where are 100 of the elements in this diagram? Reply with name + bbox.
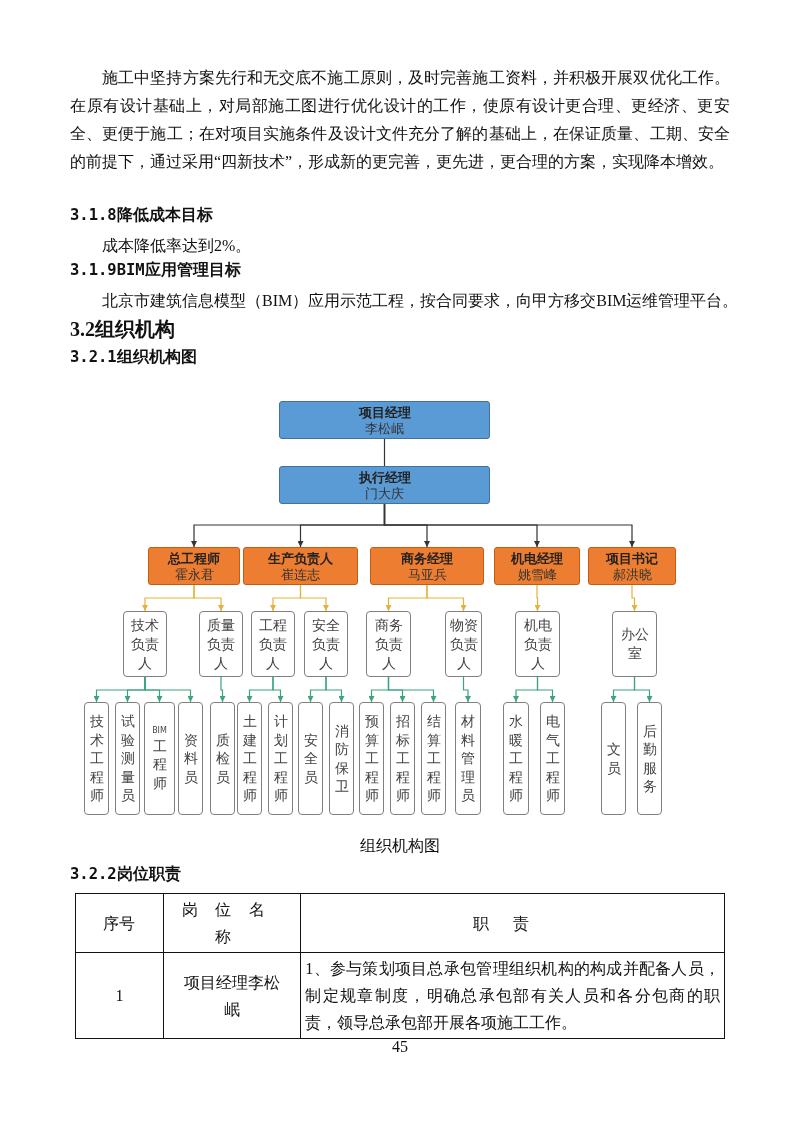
role-title: 项目经理 [358, 403, 411, 421]
person-name: 崔连志 [281, 566, 320, 583]
paragraph: 北京市建筑信息模型（BIM）应用示范工程，按合同要求，向甲方移交BIM运维管理平台。 [101, 291, 740, 311]
person-name: 门大庆 [365, 485, 404, 502]
table-cell: 项目经理李松岷 [163, 952, 301, 1039]
role-label: 质量负责人 [207, 615, 235, 673]
role-label: 商务负责人 [374, 615, 403, 673]
role-title: 执行经理 [358, 468, 411, 486]
connector-arrow [193, 584, 224, 612]
person-name: 马亚兵 [407, 566, 447, 583]
staff-box [178, 702, 203, 815]
staff-box [329, 702, 354, 815]
position-box [588, 547, 676, 585]
department-box [199, 611, 243, 677]
role-label: 安全员 [303, 730, 318, 787]
position-box [370, 547, 484, 585]
section-heading: 3.2.2岗位职责 [70, 864, 182, 885]
role-label: 物资负责人 [449, 615, 478, 673]
connector-arrow [633, 676, 653, 703]
role-title: 生产负责人 [268, 549, 333, 567]
role-label: 技术负责人 [131, 615, 159, 673]
role-label: 工程负责人 [259, 615, 287, 673]
staff-box [637, 702, 662, 815]
section-heading: 3.2组织机构 [70, 317, 176, 342]
connector-arrow [144, 676, 194, 703]
department-box [515, 611, 560, 677]
role-title: 机电经理 [511, 549, 563, 567]
section-heading: 3.1.8降低成本目标 [70, 205, 214, 226]
department-box [612, 611, 657, 677]
person-name: 姚雪峰 [517, 566, 557, 583]
header-cell: 岗位名称 [163, 893, 301, 953]
role-label: BIM工程师 [152, 724, 167, 793]
role-label: 材料管理员 [461, 712, 475, 805]
role-label: 试验测量员 [120, 712, 135, 805]
role-label: 机电负责人 [523, 615, 552, 673]
connector-arrow [631, 584, 638, 612]
position-box [148, 547, 240, 585]
person-name: 郝洪晓 [612, 566, 652, 583]
position-box [494, 547, 580, 585]
paragraph: 成本降低率达到2%。 [101, 236, 253, 256]
role-label: 预算工程师 [364, 712, 379, 805]
person-name: 霍永君 [174, 566, 214, 583]
header-cell: 序号 [75, 893, 164, 953]
table-cell: 1 [75, 952, 164, 1039]
position-box [243, 547, 358, 585]
staff-box [84, 702, 109, 815]
connector-arrow [299, 584, 329, 612]
table-cell: 1、参与策划项目总承包管理组织机构的构成并配备人员，制定规章制度，明确总承包部有关人员和各分包商的职责，领导总承包部开展各项施工工作。 [300, 952, 725, 1039]
role-title: 商务经理 [401, 549, 453, 567]
connector-arrow [462, 676, 471, 703]
staff-box [359, 702, 384, 815]
staff-box [298, 702, 323, 815]
page-number: 45 [391, 1038, 409, 1056]
department-box [251, 611, 295, 677]
staff-box [503, 702, 529, 815]
staff-box [540, 702, 565, 815]
position-box [279, 401, 490, 439]
connector-arrow [272, 676, 284, 703]
role-title: 项目书记 [606, 549, 658, 567]
staff-box [268, 702, 293, 815]
staff-box [115, 702, 140, 815]
section-heading: 3.2.1组织机构图 [70, 347, 198, 368]
role-label: 水暖工程师 [509, 712, 523, 805]
department-box [366, 611, 411, 677]
staff-box [455, 702, 481, 815]
figure-caption: 组织机构图 [359, 836, 441, 856]
role-label: 质检员 [215, 730, 230, 787]
department-box [304, 611, 348, 677]
staff-box [601, 702, 626, 815]
role-label: 计划工程师 [273, 712, 288, 805]
role-label: 技术工程师 [89, 712, 104, 805]
paragraph: 施工中坚持方案先行和无交底不施工原则，及时完善施工资料，并积极开展双优化工作。在原有设计基础上，对局部施工图进行优化设计的工作，使原有设计更合理、更经济、更安全、更便于施工；在对项目实施条件及设计文件充分了解的基础上，在保证质量、工期、安全的前提下，通过采用“四新技术”，形成新的更完善，更先进，更合理的方案，实现降本增效。 [70, 68, 730, 172]
staff-box [210, 702, 235, 815]
role-label: 消防保卫 [334, 721, 349, 796]
role-title: 总工程师 [168, 549, 220, 567]
role-label: 电气工程师 [545, 712, 560, 805]
staff-box [144, 702, 175, 815]
department-box [123, 611, 167, 677]
header-cell: 职责 [300, 893, 725, 953]
connector-arrow [325, 676, 345, 703]
staff-box [237, 702, 262, 815]
position-box [279, 466, 490, 504]
role-label: 办公室 [620, 625, 649, 663]
staff-box [390, 702, 415, 815]
staff-box [421, 702, 446, 815]
role-label: 安全负责人 [312, 615, 340, 673]
role-label: 后勤服务 [642, 721, 657, 796]
role-label: 土建工程师 [242, 712, 257, 805]
person-name: 李松岷 [365, 420, 404, 437]
role-label: 资料员 [183, 730, 198, 787]
section-heading: 3.1.9BIM应用管理目标 [70, 260, 242, 281]
role-label: 结算工程师 [426, 712, 441, 805]
connector-arrow [426, 584, 467, 612]
role-label: 招标工程师 [395, 712, 410, 805]
connector-arrow [387, 676, 437, 703]
connector-arrow [383, 503, 635, 548]
role-label: 文员 [606, 740, 621, 777]
connector-arrow [536, 676, 556, 703]
connector-arrow [534, 584, 541, 612]
connector-arrow [219, 676, 226, 703]
